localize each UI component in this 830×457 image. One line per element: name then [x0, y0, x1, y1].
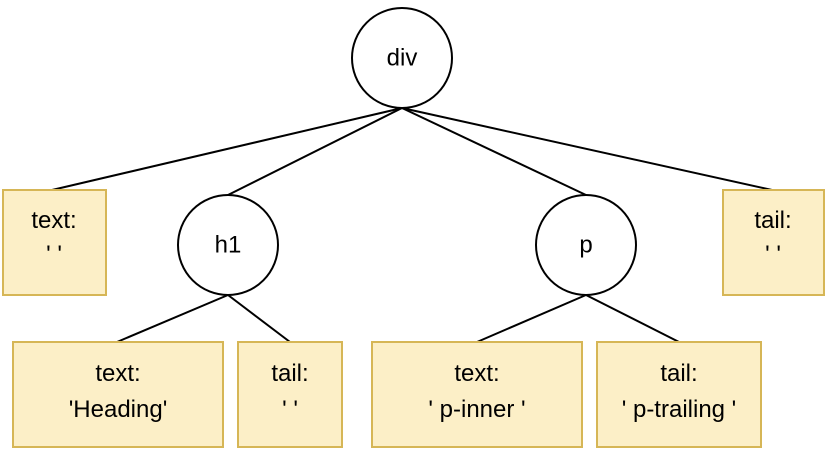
edge-h1-to-tail: [227, 294, 291, 343]
leaf-div-tail-line2: ' ': [765, 241, 781, 268]
node-p-circle: [535, 194, 637, 296]
node-div-circle: [351, 7, 453, 109]
edge-div-to-h1: [227, 107, 403, 196]
edge-p-to-text: [476, 294, 587, 343]
leaf-div-tail-box: [722, 189, 825, 296]
edge-h1-to-text: [116, 294, 229, 343]
leaf-p-tail: tail: ' p-trailing ': [596, 341, 762, 448]
edge-div-to-p: [401, 107, 587, 196]
node-p-label: p: [579, 232, 592, 259]
leaf-h1-text-line2: 'Heading': [69, 396, 168, 423]
leaf-h1-tail-line1: tail:: [271, 360, 308, 387]
leaf-h1-tail: tail: ' ': [237, 341, 343, 448]
leaf-h1-text: text: 'Heading': [12, 341, 224, 448]
node-h1-circle: [177, 194, 279, 296]
edge-div-to-text: [51, 107, 403, 191]
leaf-h1-tail-box: [237, 341, 343, 448]
node-h1: h1: [177, 194, 279, 296]
leaf-p-text-line2: ' p-inner ': [428, 396, 525, 423]
leaf-div-tail-line1: tail:: [754, 207, 791, 234]
leaf-p-tail-line1: tail:: [660, 360, 697, 387]
leaf-div-text: text: ' ': [2, 189, 107, 296]
edges: [51, 107, 773, 343]
node-div-label: div: [387, 45, 418, 72]
edge-p-to-tail: [585, 294, 680, 343]
leaf-div-text-box: [2, 189, 107, 296]
leaf-p-tail-line2: ' p-trailing ': [622, 396, 737, 423]
leaf-p-tail-box: [596, 341, 762, 448]
node-h1-label: h1: [215, 232, 242, 259]
edge-div-to-tail: [401, 107, 773, 191]
leaf-div-text-line1: text:: [31, 207, 76, 234]
leaf-h1-tail-line2: ' ': [282, 396, 298, 423]
leaf-div-tail: tail: ' ': [722, 189, 825, 296]
leaf-p-text: text: ' p-inner ': [371, 341, 583, 448]
node-div: div: [351, 7, 453, 109]
leaf-h1-text-box: [12, 341, 224, 448]
leaf-div-text-line2: ' ': [46, 241, 62, 268]
node-p: p: [535, 194, 637, 296]
leaf-p-text-box: [371, 341, 583, 448]
leaf-p-text-line1: text:: [454, 360, 499, 387]
leaf-h1-text-line1: text:: [95, 360, 140, 387]
